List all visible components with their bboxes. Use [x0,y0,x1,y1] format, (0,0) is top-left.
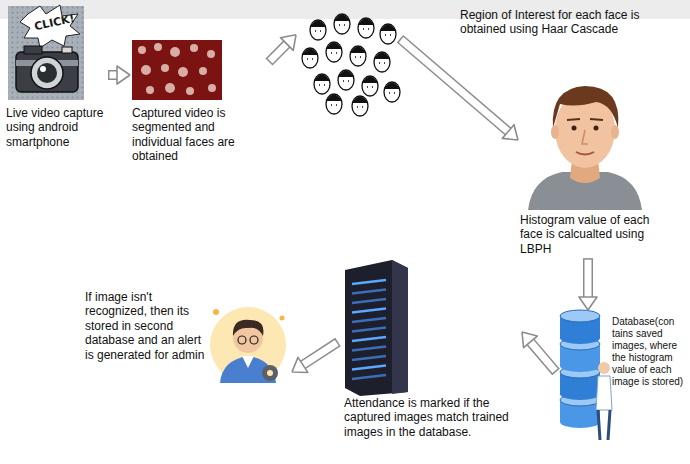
process-step: Region of Interest for each face is obta… [298,8,643,37]
face-portrait [528,86,642,210]
process-step: Captured video is segmented and individu… [132,38,267,164]
process-step: Attendance is marked if the captured ima… [340,258,520,439]
step-caption: Region of Interest for each face is obta… [460,8,643,37]
hollow-arrow [579,258,597,310]
camera-icon [8,5,84,100]
step-caption: If image isn't recognized, then its stor… [85,290,208,362]
admin-icon [210,307,286,383]
sound-effect-text: CLICK! [33,12,76,33]
hollow-arrow [400,39,518,140]
process-step: If image isn't recognized, then its stor… [85,288,290,393]
hollow-arrow [269,35,296,62]
server-tower [345,260,408,396]
process-step: Database(con tains saved images, where t… [558,312,686,450]
hollow-arrow [522,332,556,372]
step-caption: Live video capture using android smartph… [6,106,106,149]
process-step: Histogram value of each face is calcualt… [520,78,660,256]
crowd-sketch [302,14,400,116]
segmented-faces-image [132,40,222,100]
hollow-arrow [292,342,338,372]
step-caption: Captured video is segmented and individu… [132,106,267,164]
database-icon [560,310,612,440]
hollow-arrow [108,66,130,84]
step-caption: Database(con tains saved images, where t… [612,316,686,388]
step-caption: Attendance is marked if the captured ima… [344,396,520,439]
step-caption: Histogram value of each face is calcualt… [520,213,660,256]
